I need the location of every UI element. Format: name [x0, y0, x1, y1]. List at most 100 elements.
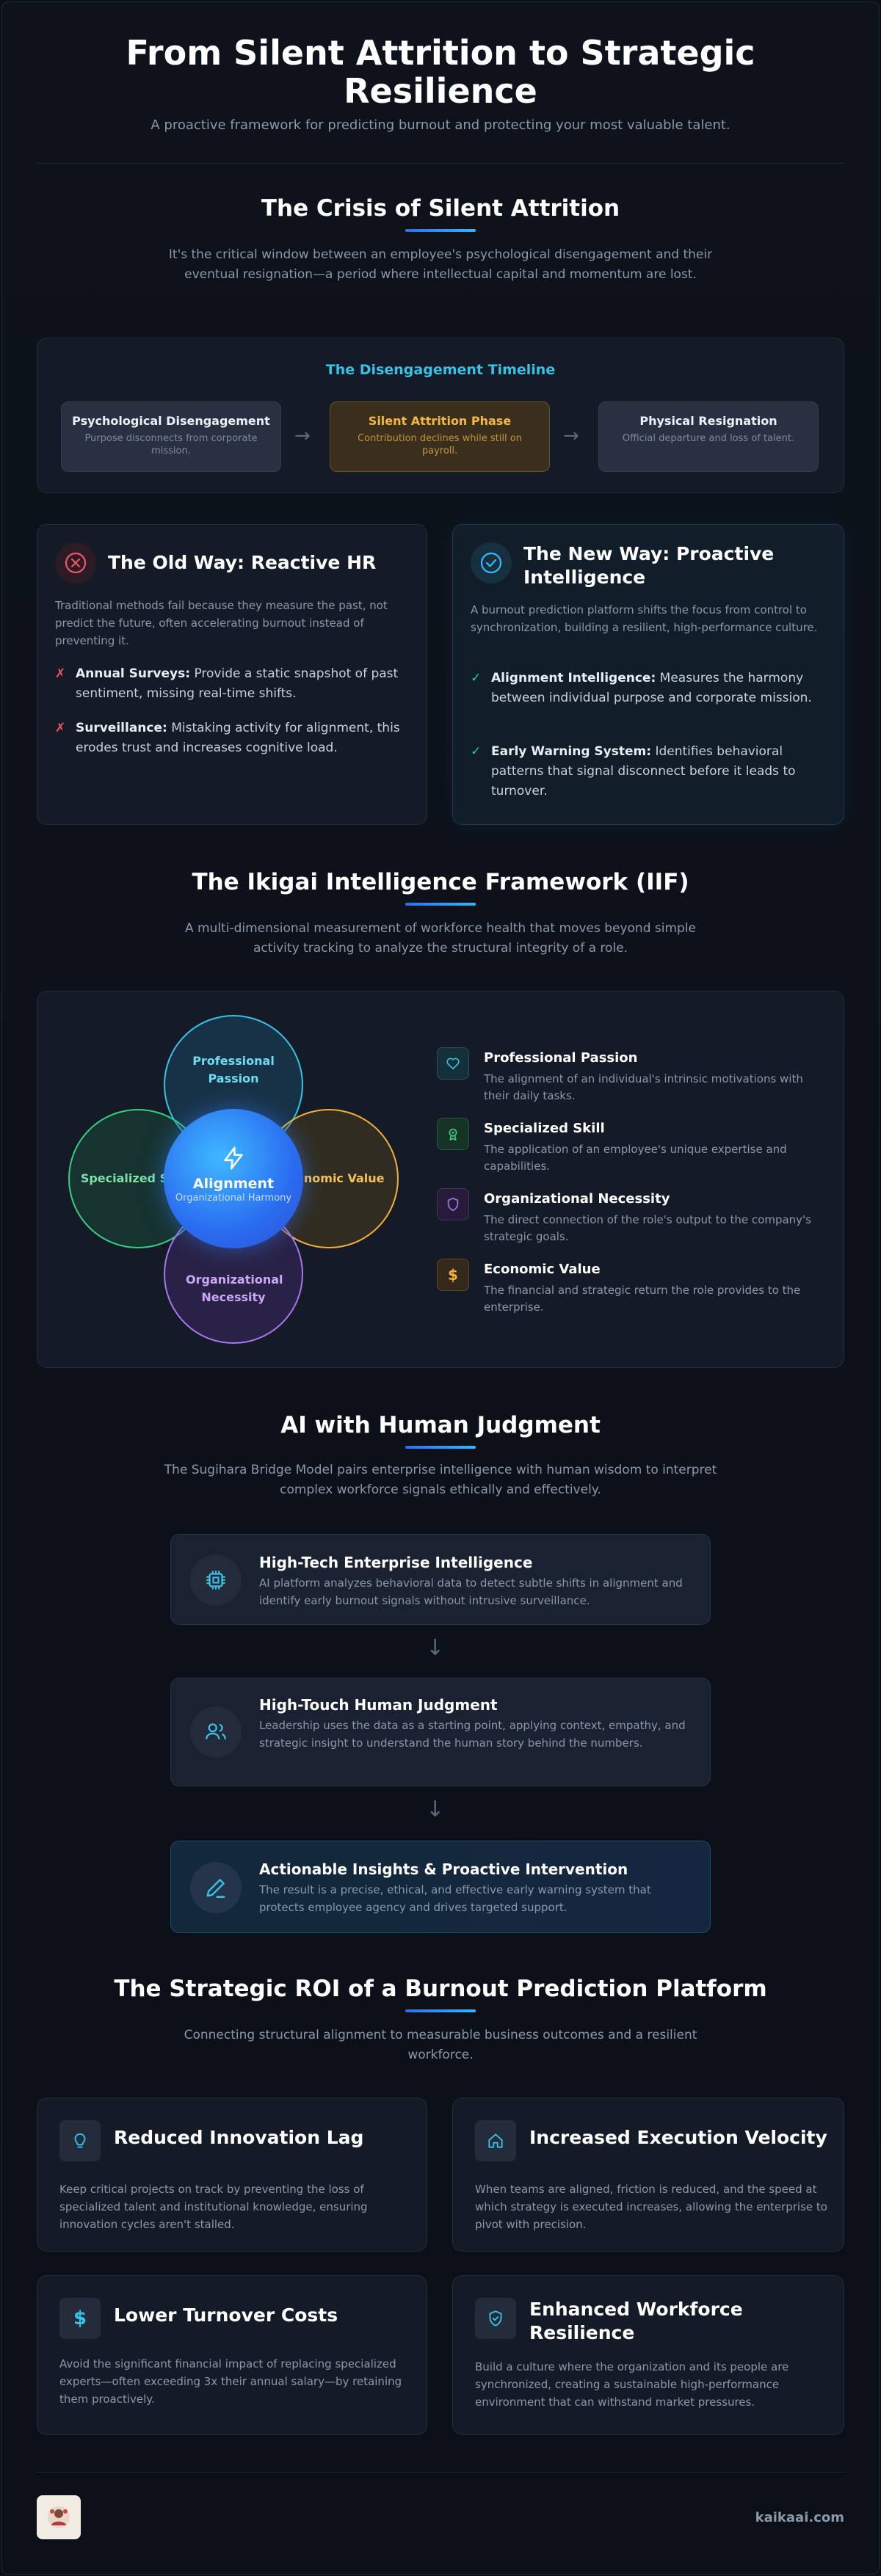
users-icon [190, 1706, 242, 1758]
pen-icon [190, 1862, 242, 1913]
list-item: ✓ Early Warning System: Identifies behav… [471, 742, 830, 801]
alignment-subtitle: Organizational Harmony [175, 1193, 292, 1204]
roi-card: Enhanced Workforce Resilience Build a cu… [452, 2275, 844, 2435]
timeline-step-desc: Official departure and loss of talent. [622, 433, 795, 444]
circle-label: Economic Value [280, 1171, 385, 1185]
logo-icon [48, 2506, 70, 2528]
ikigai-item-desc: The direct connection of the role's outp… [484, 1213, 811, 1243]
item-label: Early Warning System: [491, 744, 652, 759]
flow-step-title: High-Touch Human Judgment [259, 1696, 498, 1714]
alignment-title: Alignment [192, 1176, 275, 1192]
arrow-right-icon: → [563, 425, 579, 447]
divider [37, 163, 844, 164]
timeline-step: Silent Attrition Phase Contribution decl… [330, 401, 550, 472]
x-mark-icon: ✗ [55, 666, 66, 681]
footer-domain-link[interactable]: kaikaai.com [755, 2510, 844, 2525]
x-mark-icon: ✗ [55, 721, 66, 735]
flow-step-title: High-Tech Enterprise Intelligence [259, 1554, 533, 1571]
list-item: ✓ Alignment Intelligence: Measures the h… [471, 669, 830, 708]
ikigai-item-desc: The financial and strategic return the r… [484, 1284, 801, 1314]
home-icon [475, 2120, 516, 2161]
hero-title: From Silent Attrition to Strategic Resil… [126, 33, 755, 111]
item-text: Mistaking activity for alignment, this e… [76, 721, 400, 755]
arrow-down-icon: ↓ [426, 1635, 445, 1661]
logo[interactable] [37, 2495, 81, 2539]
new-way-card: The New Way: Proactive Intelligence A bu… [452, 524, 844, 825]
hero-subtitle: A proactive framework for predicting bur… [151, 117, 730, 133]
ikigai-title: The Ikigai Intelligence Framework (IIF) [192, 869, 689, 895]
roi-card-title: Lower Turnover Costs [114, 2304, 338, 2326]
roi-card-desc: Build a culture where the organization a… [475, 2360, 789, 2409]
old-way-card: The Old Way: Reactive HR Traditional met… [37, 524, 427, 825]
item-text: Identifies behavioral patterns that sign… [491, 744, 796, 798]
skill-icon [437, 1118, 469, 1150]
ikigai-item-title: Professional Passion [484, 1050, 638, 1066]
circle-label: Organizational Necessity [186, 1273, 283, 1304]
roi-card: $ Lower Turnover Costs Avoid the signifi… [37, 2275, 427, 2435]
roi-card: Increased Execution Velocity When teams … [452, 2097, 844, 2252]
check-circle-icon [471, 542, 512, 583]
circle-label: Professional Passion [192, 1054, 275, 1085]
ikigai-item-title: Specialized Skill [484, 1121, 605, 1136]
circle-label: Specialized Skill [80, 1171, 189, 1185]
flow-step-desc: AI platform analyzes behavioral data to … [259, 1576, 683, 1607]
item-text: Measures the harmony between individual … [491, 671, 812, 705]
roi-card-title: Enhanced Workforce Resilience [529, 2299, 743, 2343]
ikigai-item-title: Economic Value [484, 1262, 601, 1277]
roi-card-desc: When teams are aligned, friction is redu… [475, 2183, 827, 2231]
ai-title: AI with Human Judgment [280, 1412, 601, 1438]
item-label: Surveillance: [76, 721, 167, 735]
roi-title: The Strategic ROI of a Burnout Predictio… [114, 1976, 767, 2002]
ikigai-card: Professional Passion Specialized Skill E… [37, 991, 844, 1368]
cpu-icon [190, 1554, 242, 1606]
flow-step-desc: The result is a precise, ethical, and ef… [259, 1883, 651, 1914]
new-way-description: A burnout prediction platform shifts the… [471, 603, 818, 634]
x-circle-icon [55, 542, 96, 583]
checkmark-icon: ✓ [471, 744, 482, 759]
dollar-icon: $ [437, 1259, 469, 1291]
dollar-icon: $ [59, 2298, 101, 2339]
roi-card-desc: Avoid the significant financial impact o… [59, 2357, 402, 2406]
checkmark-icon: ✓ [471, 671, 482, 685]
timeline-step-desc: Purpose disconnects from corporate missi… [84, 433, 258, 456]
timeline-step: Physical Resignation Official departure … [598, 401, 819, 472]
timeline-step-desc: Contribution declines while still on pay… [358, 433, 522, 456]
divider [37, 2472, 844, 2473]
item-label: Annual Surveys: [76, 666, 191, 681]
old-way-description: Traditional methods fail because they me… [55, 599, 388, 647]
lightning-icon [224, 1146, 243, 1170]
item-label: Alignment Intelligence: [491, 671, 656, 685]
crisis-title: The Crisis of Silent Attrition [261, 195, 620, 222]
shield-icon [437, 1188, 469, 1220]
list-item: ✗ Surveillance: Mistaking activity for a… [55, 718, 415, 758]
ikigai-item-title: Organizational Necessity [484, 1191, 670, 1207]
ikigai-item-desc: The application of an employee's unique … [484, 1143, 787, 1173]
roi-card: Reduced Innovation Lag Keep critical pro… [37, 2097, 427, 2252]
roi-card-title: Increased Execution Velocity [529, 2127, 827, 2148]
flow-step-desc: Leadership uses the data as a starting p… [259, 1719, 686, 1750]
flow-step-title: Actionable Insights & Proactive Interven… [259, 1860, 628, 1878]
crisis-description: It's the critical window between an empl… [168, 247, 713, 282]
title-underline [405, 903, 476, 906]
timeline-step: Psychological Disengagement Purpose disc… [61, 401, 281, 472]
timeline-step-title: Silent Attrition Phase [368, 414, 512, 428]
flow-step: High-Touch Human Judgment Leadership use… [170, 1678, 711, 1786]
item-text: Provide a static snapshot of past sentim… [76, 666, 399, 701]
circle-organizational-necessity: Organizational Necessity [164, 1204, 303, 1344]
ikigai-description: A multi-dimensional measurement of workf… [184, 921, 697, 956]
arrow-down-icon: ↓ [426, 1797, 445, 1822]
timeline-step-title: Psychological Disengagement [72, 414, 270, 428]
lightbulb-icon [59, 2120, 101, 2161]
alignment-core: Alignment Organizational Harmony [164, 1109, 303, 1248]
arrow-right-icon: → [294, 425, 311, 447]
title-underline [405, 1446, 476, 1449]
timeline-title: The Disengagement Timeline [325, 362, 556, 378]
timeline-step-title: Physical Resignation [639, 414, 777, 428]
ai-description: The Sugihara Bridge Model pairs enterpri… [164, 1463, 717, 1497]
roi-description: Connecting structural alignment to measu… [184, 2028, 697, 2062]
list-item: ✗ Annual Surveys: Provide a static snaps… [55, 664, 415, 704]
roi-card-desc: Keep critical projects on track by preve… [59, 2183, 368, 2231]
flow-step: High-Tech Enterprise Intelligence AI pla… [170, 1534, 711, 1625]
roi-card-title: Reduced Innovation Lag [114, 2127, 364, 2148]
heart-icon [437, 1047, 469, 1080]
